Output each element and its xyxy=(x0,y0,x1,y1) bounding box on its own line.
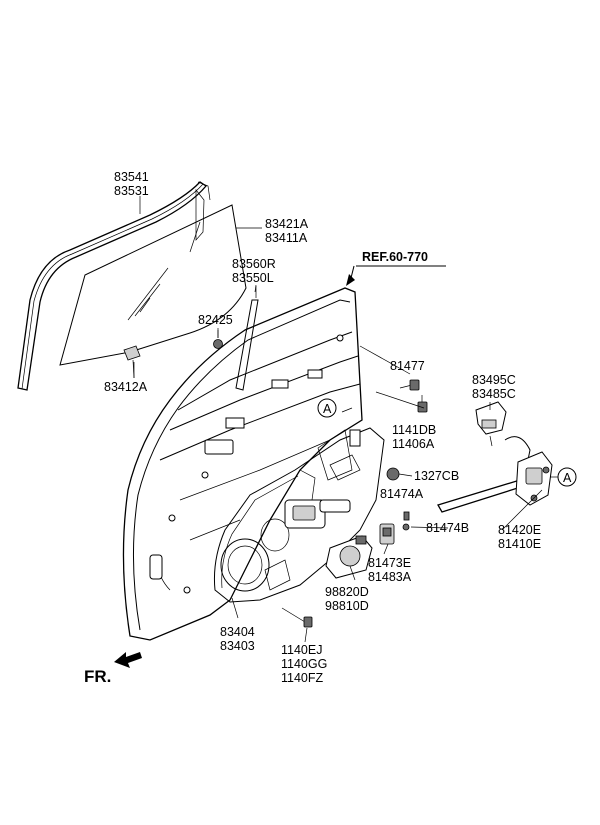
screw-1141db xyxy=(417,395,428,413)
part-label-83411a: 83411A xyxy=(265,231,308,245)
part-label-83403: 83403 xyxy=(220,639,255,653)
part-label-98820d: 98820D xyxy=(325,585,369,599)
callout-a-right-label: A xyxy=(563,471,572,485)
part-label-81410e: 81410E xyxy=(498,537,541,551)
front-label: FR. xyxy=(84,667,111,686)
door-latch xyxy=(437,436,553,513)
part-label-83531: 83531 xyxy=(114,184,149,198)
ref-pointer xyxy=(346,265,446,286)
pin-81474 xyxy=(402,511,410,531)
callout-a-right: A xyxy=(550,467,577,487)
part-label-1140ej: 1140EJ xyxy=(281,643,322,657)
part-label-1327cb: 1327CB xyxy=(414,469,459,483)
nut-1327cb xyxy=(386,467,400,481)
part-label-11406a: 11406A xyxy=(392,437,435,451)
glass-clip xyxy=(123,345,141,379)
part-label-1140gg: 1140GG xyxy=(281,657,327,671)
part-label-83495c: 83495C xyxy=(472,373,516,387)
part-label-83560r: 83560R xyxy=(232,257,276,271)
front-arrow-icon xyxy=(114,652,142,668)
bolt-81477 xyxy=(399,379,420,391)
window-motor xyxy=(325,535,373,579)
glass-run-channel xyxy=(17,181,211,391)
part-label-83412a: 83412A xyxy=(104,380,148,394)
part-label-83541: 83541 xyxy=(114,170,149,184)
door-shell xyxy=(122,287,363,641)
front-direction-indicator: FR. xyxy=(84,652,142,686)
part-label-81477: 81477 xyxy=(390,359,425,373)
part-label-82425: 82425 xyxy=(198,313,233,327)
part-label-81473e: 81473E xyxy=(368,556,411,570)
part-label-83550l: 83550L xyxy=(232,271,274,285)
regulator-module xyxy=(214,427,385,603)
leader-lines xyxy=(133,196,543,643)
part-label-1141db: 1141DB xyxy=(392,423,436,437)
mounting-bolt xyxy=(281,607,313,628)
part-label-83421a: 83421A xyxy=(265,217,309,231)
ref-label: REF.60-770 xyxy=(362,250,428,264)
part-label-81483a: 81483A xyxy=(368,570,412,584)
part-label-83485c: 83485C xyxy=(472,387,516,401)
part-label-1140fz: 1140FZ xyxy=(281,671,324,685)
callout-a-left-label: A xyxy=(323,402,332,416)
part-label-81420e: 81420E xyxy=(498,523,541,537)
part-label-81474a: 81474A xyxy=(380,487,424,501)
door-glass xyxy=(59,204,247,366)
part-label-98810d: 98810D xyxy=(325,599,369,613)
part-label-83404: 83404 xyxy=(220,625,255,639)
part-label-81474b: 81474B xyxy=(426,521,469,535)
lock-switch xyxy=(379,523,395,545)
handle-bracket xyxy=(475,401,507,447)
callout-a-left: A xyxy=(317,398,337,418)
